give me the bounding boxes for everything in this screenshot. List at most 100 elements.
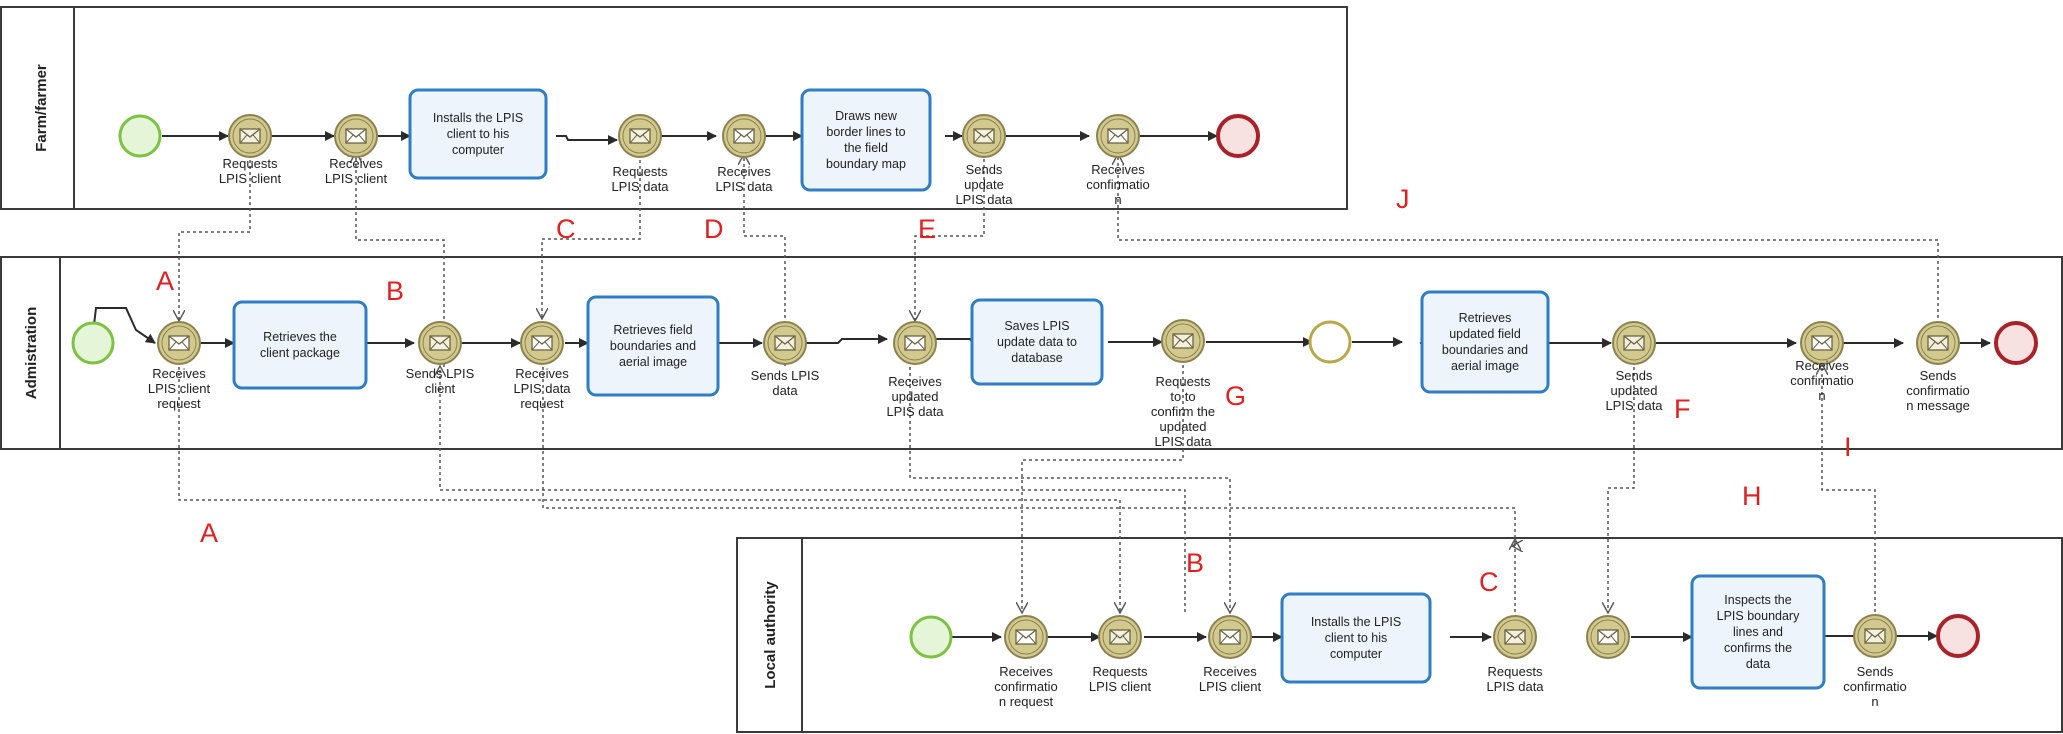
event-label-line: updated <box>1160 419 1207 434</box>
pool-title-local: Local authority <box>762 581 779 689</box>
envelope-icon <box>1811 335 1833 351</box>
event-label-line: Sends <box>966 162 1003 177</box>
intermediate-event-admin[interactable] <box>1308 320 1352 364</box>
annotation-letter: C <box>1479 567 1499 597</box>
event-label-line: confirmatio <box>994 679 1058 694</box>
event-label-line: Receives <box>329 156 383 171</box>
event-label-line: n <box>1818 388 1825 403</box>
envelope-icon <box>1107 128 1129 144</box>
event-label-line: Sends <box>1920 368 1957 383</box>
annotation-letter: B <box>1186 548 1204 578</box>
envelope-icon <box>429 335 451 351</box>
event-label-line: request <box>157 396 201 411</box>
end-event-admin[interactable] <box>1994 321 2038 365</box>
event-label-line: LPIS client <box>1199 679 1262 694</box>
event-label-line: data <box>772 383 798 398</box>
envelope-icon <box>629 128 651 144</box>
event-label-line: LPIS data <box>1154 434 1212 449</box>
task-label-line: data <box>1746 657 1770 671</box>
event-label-line: LPIS client <box>219 171 282 186</box>
envelope-icon <box>1219 629 1241 645</box>
event-label-line: LPIS data <box>715 179 773 194</box>
event-label-line: Sends <box>1616 368 1653 383</box>
event-label-line: confirmatio <box>1086 177 1150 192</box>
event-label-line: n <box>1871 694 1878 709</box>
task-label-line: client to his <box>1325 631 1388 645</box>
event-label-line: Receives <box>1795 358 1849 373</box>
envelope-icon <box>733 128 755 144</box>
task-label-line: computer <box>452 143 504 157</box>
event-label-line: confirmatio <box>1843 679 1907 694</box>
event-label-line: Requests <box>1093 664 1148 679</box>
task-label-line: confirms the <box>1724 641 1792 655</box>
annotation-letter: I <box>1844 432 1852 462</box>
pool-title-farmer: Farm/farmer <box>33 64 50 152</box>
task-label-line: the field <box>844 141 888 155</box>
event-label-line: LPIS data <box>1605 398 1663 413</box>
event-label-line: LPIS data <box>611 179 669 194</box>
start-event-local[interactable] <box>909 615 953 659</box>
end-event-local[interactable] <box>1936 614 1980 658</box>
start-event-farmer[interactable] <box>118 114 162 158</box>
task-label-line: aerial image <box>1451 359 1519 373</box>
event-label-line: LPIS data <box>1486 679 1544 694</box>
event-label-line: confirm the <box>1151 404 1215 419</box>
event-label-line: Sends LPIS <box>406 366 475 381</box>
task-label-line: Draws new <box>835 109 898 123</box>
event-label-line: n request <box>999 694 1054 709</box>
annotation-letter: C <box>556 214 576 244</box>
task-label-line: database <box>1011 351 1062 365</box>
envelope-icon <box>1864 628 1886 644</box>
event-label-line: LPIS client <box>148 381 211 396</box>
task-label-line: lines and <box>1733 625 1783 639</box>
event-label-line: confirmatio <box>1906 383 1970 398</box>
event-label-line: request <box>520 396 564 411</box>
annotation-letter: H <box>1742 481 1762 511</box>
start-event-admin[interactable] <box>71 321 115 365</box>
receive-message-event-local[interactable] <box>1586 615 1630 659</box>
task-label-line: Inspects the <box>1724 593 1791 607</box>
task-label-line: client package <box>260 346 340 360</box>
event-label-line: Sends <box>1857 664 1894 679</box>
event-label-line: LPIS client <box>1089 679 1152 694</box>
annotation-letter: D <box>704 214 724 244</box>
event-label-line: LPIS data <box>955 192 1013 207</box>
task-label-line: update data to <box>997 335 1077 349</box>
envelope-icon <box>1109 629 1131 645</box>
end-event-farmer[interactable] <box>1216 114 1260 158</box>
task-label-line: Installs the LPIS <box>433 111 523 125</box>
task-label-line: boundary map <box>826 157 906 171</box>
envelope-icon <box>1597 629 1619 645</box>
